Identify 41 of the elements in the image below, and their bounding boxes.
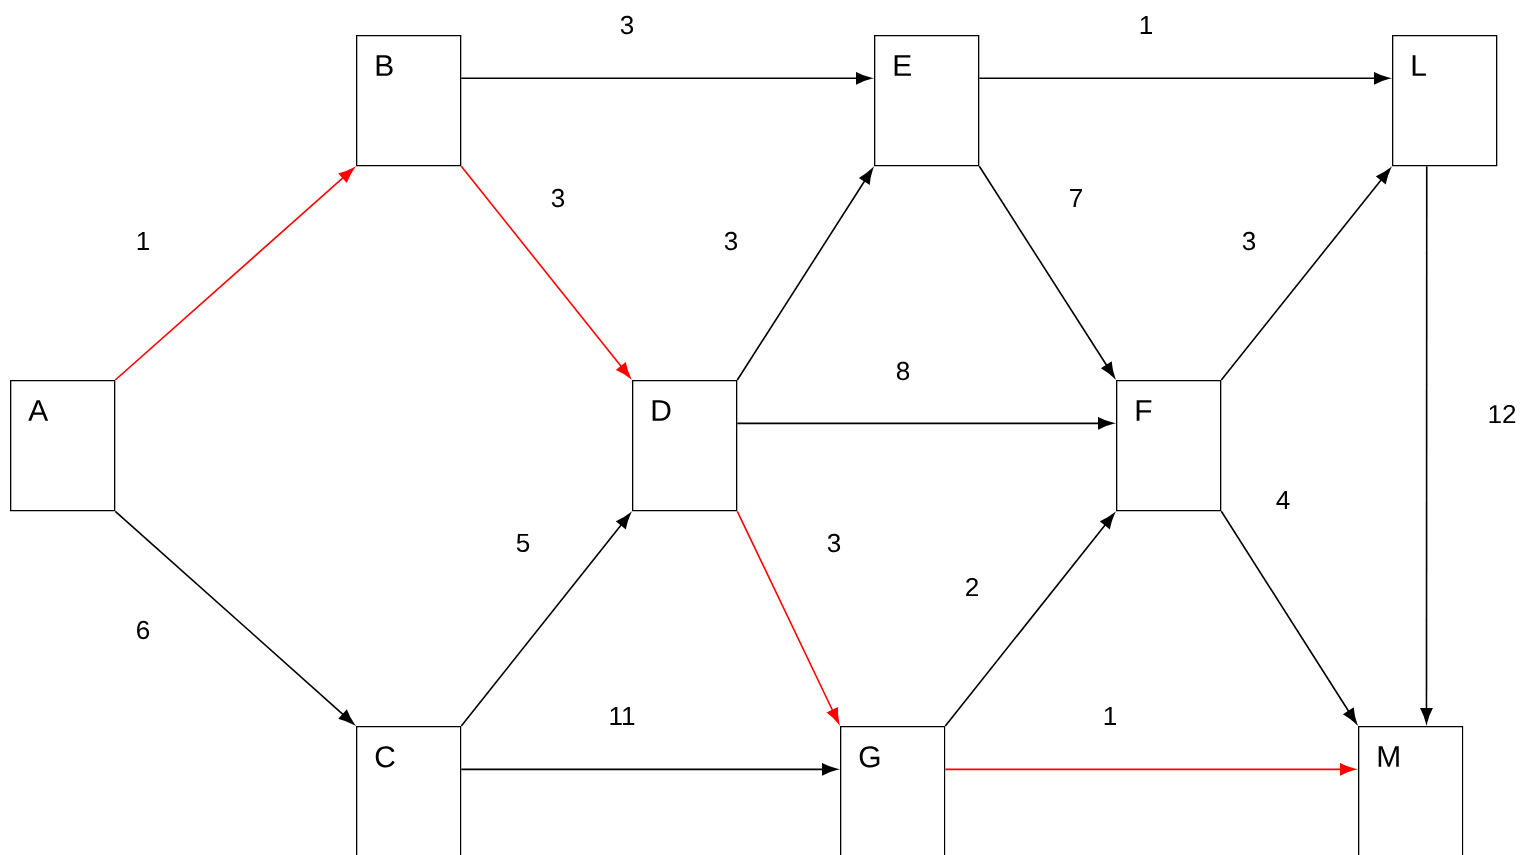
- edge-label: 1: [133, 230, 153, 252]
- edge-label: 3: [721, 229, 741, 253]
- edge-label: 1: [1136, 14, 1156, 36]
- node-box: G: [840, 726, 946, 855]
- edge-label: 3: [548, 186, 568, 210]
- arrow: [736, 510, 840, 724]
- edge-label: 7: [1066, 187, 1086, 209]
- node-box: L: [1392, 35, 1498, 167]
- arrow: [460, 513, 631, 727]
- arrow: [978, 72, 1390, 85]
- edge-label: 4: [1273, 489, 1293, 511]
- arrow: [114, 510, 355, 725]
- edge-label: 3: [617, 13, 637, 37]
- edge-label: 12: [1485, 402, 1519, 426]
- node-box: E: [874, 35, 980, 167]
- edge-label: 2: [962, 575, 982, 599]
- arrow: [978, 165, 1115, 378]
- edge-label: 5: [513, 531, 533, 555]
- edge-label: 3: [824, 531, 844, 555]
- arrow: [460, 72, 872, 85]
- node-box: F: [1116, 380, 1222, 512]
- arrow: [736, 168, 873, 381]
- edge-label: 3: [1239, 229, 1259, 253]
- edge-label: 1: [1100, 705, 1120, 727]
- arrow: [944, 763, 1356, 776]
- arrow: [1420, 165, 1433, 724]
- arrow: [114, 167, 355, 381]
- edge-label: 6: [133, 618, 153, 642]
- node-box: D: [632, 380, 738, 512]
- node-box: B: [356, 35, 462, 167]
- node-box: M: [1358, 726, 1464, 855]
- arrow: [460, 165, 631, 379]
- edge-label: 11: [606, 705, 638, 727]
- arrow: [944, 513, 1115, 727]
- edge-label: 8: [893, 359, 913, 383]
- arrow: [460, 763, 838, 776]
- arrow: [1220, 510, 1357, 724]
- arrow: [1220, 168, 1391, 381]
- node-box: C: [356, 726, 462, 855]
- arrow: [736, 417, 1114, 430]
- node-box: A: [10, 380, 116, 512]
